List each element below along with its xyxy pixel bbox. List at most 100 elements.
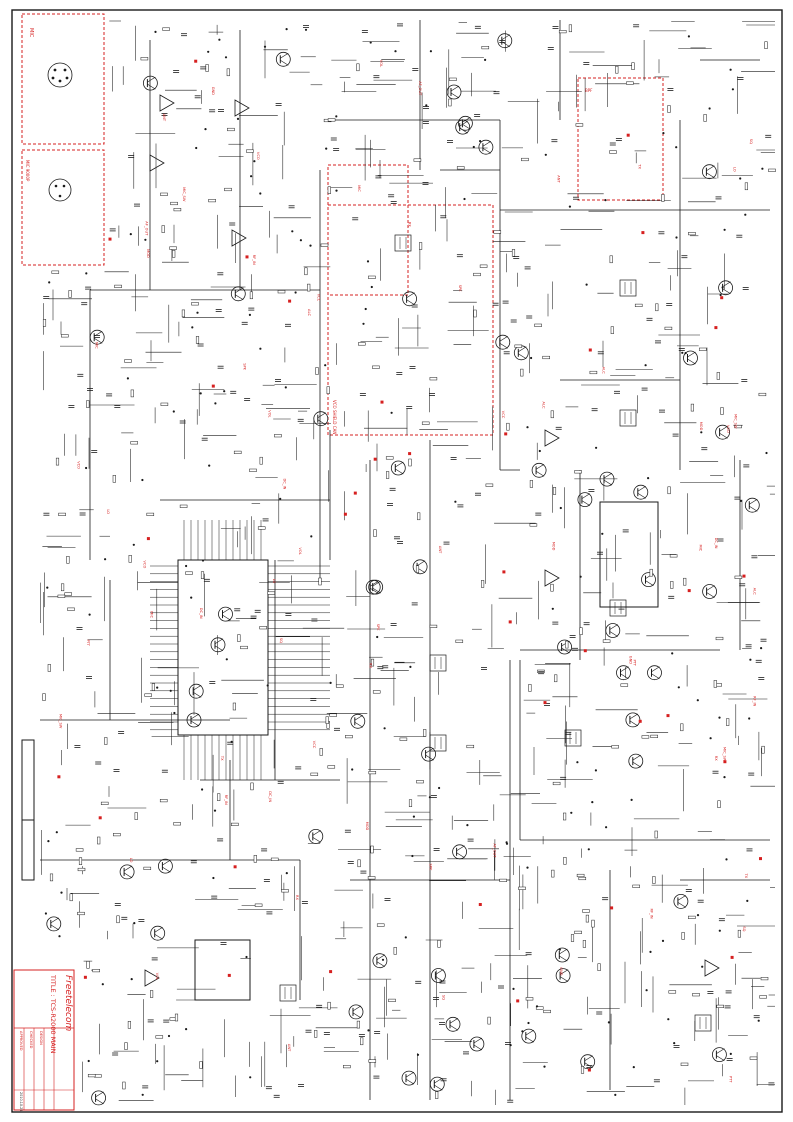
transistor <box>712 1047 727 1062</box>
junction-dot <box>644 364 647 367</box>
junction-dot <box>729 1052 732 1055</box>
resistor <box>667 105 671 113</box>
capacitor <box>492 302 499 306</box>
capacitor <box>352 217 359 221</box>
junction-dot <box>521 1030 524 1033</box>
transistor <box>599 471 615 487</box>
capacitor <box>200 66 207 70</box>
resistor <box>307 283 311 292</box>
resistor <box>529 480 533 488</box>
drawing-date: 2010.10.25 <box>19 1092 23 1111</box>
resistor <box>320 243 329 247</box>
capacitor <box>298 1084 304 1087</box>
junction-dot <box>304 28 308 31</box>
transistor <box>469 1036 485 1052</box>
junction-dot <box>85 272 88 275</box>
resistor <box>77 911 85 916</box>
resistor <box>162 27 170 31</box>
capacitor <box>147 1019 154 1023</box>
test-point <box>588 348 592 352</box>
resistor <box>254 903 263 907</box>
approved-label: APPROVED <box>19 1031 23 1051</box>
resistor <box>86 961 90 969</box>
capacitor <box>173 70 180 73</box>
transistor <box>365 579 381 595</box>
resistor <box>372 365 380 369</box>
junction-dot <box>245 955 248 959</box>
junction-dot <box>370 285 373 289</box>
junction-dot <box>60 891 63 894</box>
mic-connector-box: MIC <box>21 13 105 145</box>
capacitor <box>597 351 604 355</box>
capacitor <box>443 541 450 545</box>
capacitor <box>277 780 284 784</box>
junction-dot <box>412 815 415 818</box>
junction-dot <box>279 497 282 500</box>
resistor <box>249 468 257 472</box>
capacitor <box>609 142 616 146</box>
capacitor <box>334 727 340 731</box>
resistor <box>42 693 46 701</box>
capacitor <box>646 317 653 321</box>
test-point <box>146 537 150 541</box>
junction-dot <box>362 322 365 325</box>
capacitor <box>244 398 251 401</box>
resistor <box>726 718 730 726</box>
resistor <box>259 456 263 465</box>
capacitor <box>241 321 248 325</box>
resistor <box>343 1065 351 1069</box>
resistor <box>416 780 424 784</box>
resistor <box>233 450 242 454</box>
junction-dot <box>201 559 205 562</box>
resistor <box>51 270 60 274</box>
junction-dot <box>126 377 129 380</box>
net-label: ALC <box>307 309 311 316</box>
test-point <box>245 255 249 259</box>
junction-dot <box>212 876 215 880</box>
resistor <box>641 735 650 739</box>
capacitor <box>751 555 758 559</box>
test-point <box>641 231 645 235</box>
junction-dot <box>144 238 147 241</box>
capacitor <box>218 109 224 112</box>
junction-dot <box>294 291 297 294</box>
junction-dot <box>249 1076 252 1079</box>
transistor <box>348 1004 364 1020</box>
capacitor <box>450 457 457 460</box>
capacitor <box>297 418 304 422</box>
capacitor <box>741 379 748 382</box>
junction-dot <box>191 326 194 329</box>
pll-chip <box>599 501 659 608</box>
capacitor <box>163 1019 170 1023</box>
test-point <box>233 865 237 869</box>
capacitor <box>217 272 224 276</box>
resistor <box>326 386 330 394</box>
capacitor <box>333 147 340 151</box>
transistor <box>715 424 730 440</box>
junction-dot <box>390 411 393 414</box>
junction-dot <box>463 197 466 201</box>
resistor <box>609 150 617 154</box>
resistor <box>734 425 742 429</box>
capacitor <box>397 23 403 27</box>
capacitor <box>263 879 270 882</box>
capacitor <box>406 405 413 409</box>
junction-dot <box>526 866 529 869</box>
transistor <box>557 639 572 655</box>
net-label: MIC_SW <box>734 414 738 429</box>
capacitor <box>748 772 755 776</box>
transistor <box>625 712 641 728</box>
capacitor <box>753 1015 760 1019</box>
net-label: LO <box>106 509 110 514</box>
resistor <box>466 744 475 749</box>
resistor <box>92 969 100 973</box>
capacitor <box>760 638 767 642</box>
connector-j2 <box>21 819 35 881</box>
resistor <box>104 737 108 745</box>
capacitor <box>569 635 576 638</box>
net-label: PTT <box>633 660 637 667</box>
junction-dot <box>719 293 722 297</box>
capacitor <box>181 33 187 37</box>
transistor <box>188 683 204 699</box>
resistor <box>319 748 323 756</box>
